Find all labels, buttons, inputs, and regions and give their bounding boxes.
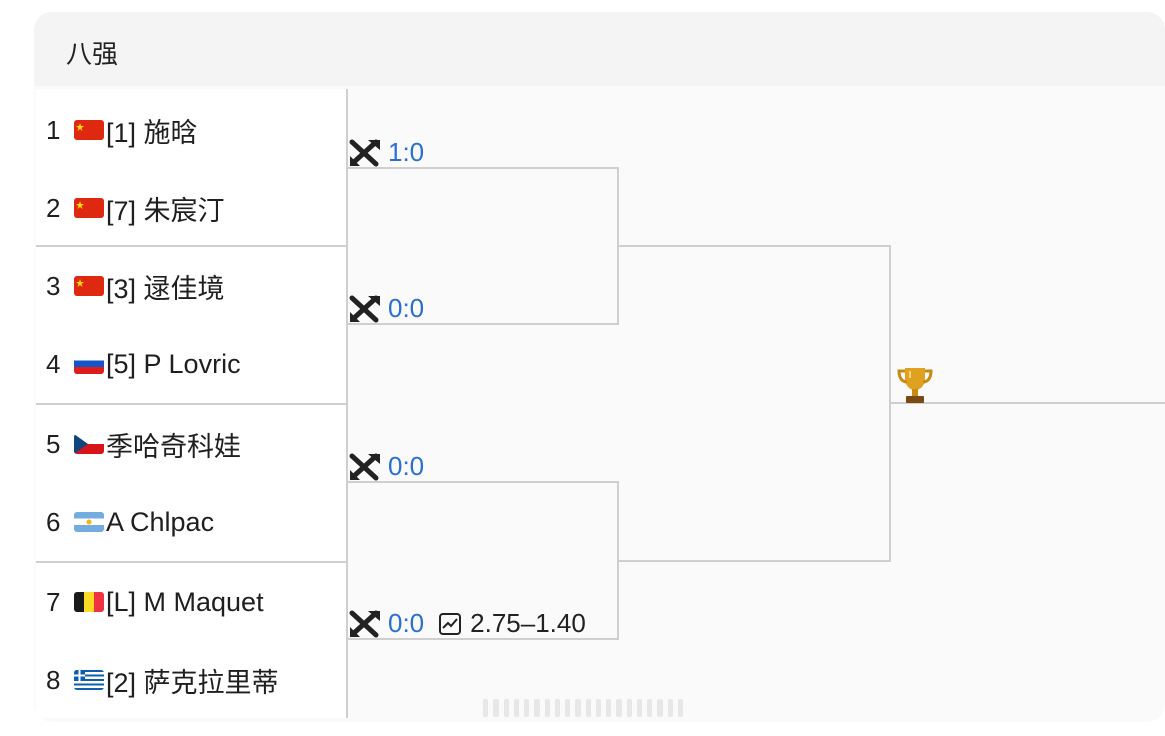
player-row[interactable]: 6 A Chlpac [36, 483, 346, 561]
match-score[interactable]: 0:0 [348, 451, 424, 482]
player-row[interactable]: 1 [1] 施晗 [36, 91, 346, 169]
match-score[interactable]: 0:0 2.75–1.40 [348, 608, 586, 639]
seed-number: 5 [46, 428, 61, 459]
czech-flag-icon [74, 434, 104, 454]
player-row[interactable]: 3 [3] 逯佳境 [36, 247, 346, 325]
seed-number: 2 [46, 192, 61, 223]
player-name: [1] 施晗 [106, 117, 198, 148]
player-name: 季哈奇科娃 [106, 431, 241, 462]
player-row[interactable]: 5 季哈奇科娃 [36, 405, 346, 483]
player-name: [3] 逯佳境 [106, 273, 225, 304]
crossed-swords-icon [349, 295, 380, 322]
belgium-flag-icon [74, 592, 104, 612]
crossed-swords-icon [349, 610, 380, 637]
player-row[interactable]: 4 [5] P Lovric [36, 325, 346, 403]
argentina-flag-icon [74, 512, 104, 532]
china-flag-icon [74, 120, 104, 140]
player-row[interactable]: 2 [7] 朱宸汀 [36, 169, 346, 247]
divider [36, 245, 346, 247]
score-link[interactable]: 0:0 [388, 293, 425, 323]
trend-chart-icon[interactable] [438, 612, 462, 636]
match-score[interactable]: 1:0 [348, 137, 424, 168]
player-row[interactable]: 7 [L] M Maquet [36, 563, 346, 641]
seed-number: 8 [46, 664, 61, 695]
trophy-icon [897, 368, 933, 403]
card-header: 八强 [34, 12, 1165, 86]
score-link[interactable]: 0:0 [388, 451, 425, 481]
score-link[interactable]: 0:0 [388, 608, 425, 638]
page-title: 八强 [66, 40, 119, 70]
player-row[interactable]: 8 [2] 萨克拉里蒂 [36, 641, 346, 719]
odds-value: 2.75–1.40 [470, 608, 586, 638]
player-name: [5] P Lovric [106, 348, 241, 379]
crossed-swords-icon [349, 139, 380, 166]
slovenia-flag-icon [74, 354, 104, 374]
divider [36, 561, 346, 563]
seed-number: 3 [46, 270, 61, 301]
seed-number: 6 [46, 506, 61, 537]
china-flag-icon [74, 198, 104, 218]
greece-flag-icon [74, 670, 104, 690]
score-link[interactable]: 1:0 [388, 137, 425, 167]
player-name: [2] 萨克拉里蒂 [106, 667, 279, 698]
watermark [483, 696, 683, 720]
player-list: 1 [1] 施晗 2 [7] 朱宸汀 3 [3] 逯佳境 4 [5] P Lov… [36, 89, 348, 718]
seed-number: 7 [46, 586, 61, 617]
crossed-swords-icon [349, 453, 380, 480]
match-score[interactable]: 0:0 [348, 293, 424, 324]
player-name: A Chlpac [106, 506, 215, 537]
player-name: [7] 朱宸汀 [106, 195, 225, 226]
divider [36, 403, 346, 405]
seed-number: 4 [46, 348, 61, 379]
player-name: [L] M Maquet [106, 586, 264, 617]
china-flag-icon [74, 276, 104, 296]
seed-number: 1 [46, 114, 61, 145]
